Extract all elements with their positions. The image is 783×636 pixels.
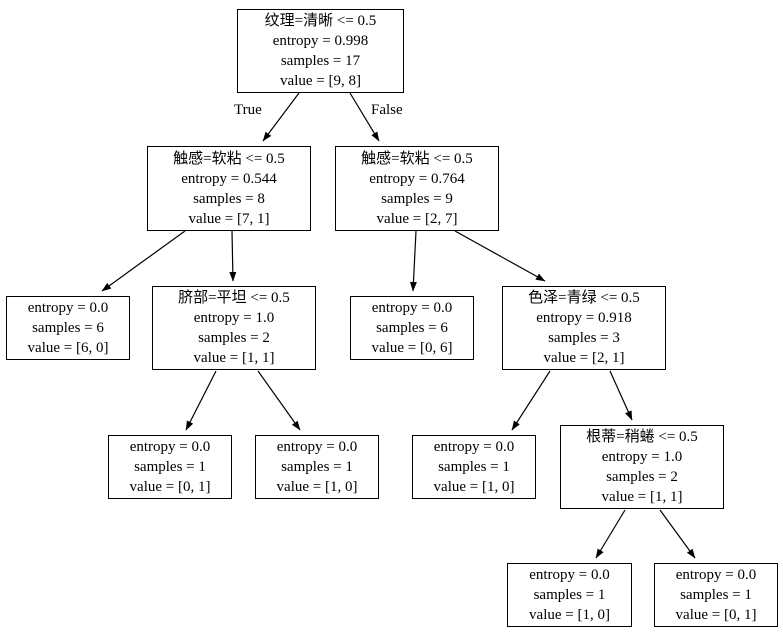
- node-condition: 触感=软粘 <= 0.5: [173, 150, 285, 167]
- tree-leaf-0-1-a: entropy = 0.0 samples = 1 value = [0, 1]: [108, 435, 232, 499]
- edge-color-rootstem: [609, 370, 633, 421]
- tree-leaf-6-0: entropy = 0.0 samples = 6 value = [6, 0]: [6, 296, 130, 360]
- node-value: value = [1, 1]: [601, 489, 683, 505]
- node-entropy: entropy = 0.0: [371, 300, 453, 316]
- tree-leaf-1-0-b: entropy = 0.0 samples = 1 value = [1, 0]: [412, 435, 536, 499]
- edge-navel-leaf01: [185, 370, 217, 431]
- node-entropy: entropy = 0.0: [276, 439, 358, 455]
- edge-label-true: True: [234, 102, 262, 118]
- node-entropy: entropy = 0.0: [433, 439, 515, 455]
- node-entropy: entropy = 0.544: [181, 170, 277, 187]
- node-entropy: entropy = 0.998: [272, 33, 369, 49]
- edge-touchright-leaf06: [409, 230, 417, 292]
- edge-root-false: [349, 92, 380, 142]
- node-value: value = [1, 0]: [529, 607, 610, 623]
- node-value: value = [1, 0]: [276, 479, 358, 495]
- node-value: value = [0, 1]: [675, 607, 757, 623]
- node-condition: 根蒂=稍蜷 <= 0.5: [586, 429, 698, 445]
- node-entropy: entropy = 1.0: [193, 310, 275, 326]
- tree-leaf-1-0-c: entropy = 0.0 samples = 1 value = [1, 0]: [507, 563, 632, 627]
- edge-color-leaf10: [511, 370, 551, 431]
- node-samples: samples = 1: [281, 459, 353, 475]
- edge-touchleft-navel: [229, 230, 237, 282]
- edge-touchright-color: [454, 230, 546, 282]
- node-value: value = [2, 1]: [543, 350, 625, 366]
- node-entropy: entropy = 0.0: [27, 300, 109, 316]
- edge-label-false: False: [371, 102, 403, 118]
- node-samples: samples = 6: [376, 320, 448, 336]
- node-samples: samples = 9: [381, 190, 453, 207]
- node-condition: 触感=软粘 <= 0.5: [361, 150, 473, 167]
- node-value: value = [6, 0]: [27, 340, 109, 356]
- node-samples: samples = 2: [606, 469, 678, 485]
- node-value: value = [9, 8]: [280, 73, 361, 89]
- node-entropy: entropy = 1.0: [601, 449, 683, 465]
- edge-rootstem-leaf01: [659, 509, 696, 559]
- node-samples: samples = 2: [198, 330, 270, 346]
- tree-node-root: 纹理=清晰 <= 0.5 entropy = 0.998 samples = 1…: [237, 9, 404, 93]
- edge-rootstem-leaf10: [595, 509, 626, 559]
- edge-navel-leaf10: [257, 370, 301, 431]
- tree-node-root-stem: 根蒂=稍蜷 <= 0.5 entropy = 1.0 samples = 2 v…: [560, 425, 724, 509]
- node-entropy: entropy = 0.0: [529, 567, 610, 583]
- node-entropy: entropy = 0.0: [129, 439, 211, 455]
- tree-node-color: 色泽=青绿 <= 0.5 entropy = 0.918 samples = 3…: [502, 286, 666, 370]
- node-condition: 脐部=平坦 <= 0.5: [178, 290, 290, 306]
- node-value: value = [7, 1]: [188, 210, 270, 227]
- node-condition: 色泽=青绿 <= 0.5: [528, 290, 640, 306]
- edge-touchleft-leaf60: [101, 230, 186, 292]
- node-entropy: entropy = 0.0: [675, 567, 757, 583]
- node-samples: samples = 1: [134, 459, 206, 475]
- tree-leaf-1-0-a: entropy = 0.0 samples = 1 value = [1, 0]: [255, 435, 379, 499]
- tree-node-navel: 脐部=平坦 <= 0.5 entropy = 1.0 samples = 2 v…: [152, 286, 316, 370]
- tree-leaf-0-1-b: entropy = 0.0 samples = 1 value = [0, 1]: [654, 563, 778, 627]
- node-entropy: entropy = 0.764: [369, 170, 465, 187]
- node-value: value = [2, 7]: [376, 210, 458, 227]
- node-entropy: entropy = 0.918: [536, 310, 632, 326]
- node-samples: samples = 17: [280, 53, 361, 69]
- node-value: value = [1, 1]: [193, 350, 275, 366]
- node-samples: samples = 3: [548, 330, 620, 346]
- edge-root-true: [262, 92, 300, 142]
- node-samples: samples = 1: [680, 587, 752, 603]
- node-samples: samples = 1: [438, 459, 510, 475]
- tree-node-touch-left: 触感=软粘 <= 0.5 entropy = 0.544 samples = 8…: [147, 146, 311, 231]
- node-value: value = [1, 0]: [433, 479, 515, 495]
- node-condition: 纹理=清晰 <= 0.5: [264, 13, 377, 29]
- node-value: value = [0, 6]: [371, 340, 453, 356]
- node-samples: samples = 6: [32, 320, 104, 336]
- tree-leaf-0-6: entropy = 0.0 samples = 6 value = [0, 6]: [350, 296, 474, 360]
- node-samples: samples = 8: [193, 190, 265, 207]
- tree-node-touch-right: 触感=软粘 <= 0.5 entropy = 0.764 samples = 9…: [335, 146, 499, 231]
- node-value: value = [0, 1]: [129, 479, 211, 495]
- node-samples: samples = 1: [533, 587, 606, 603]
